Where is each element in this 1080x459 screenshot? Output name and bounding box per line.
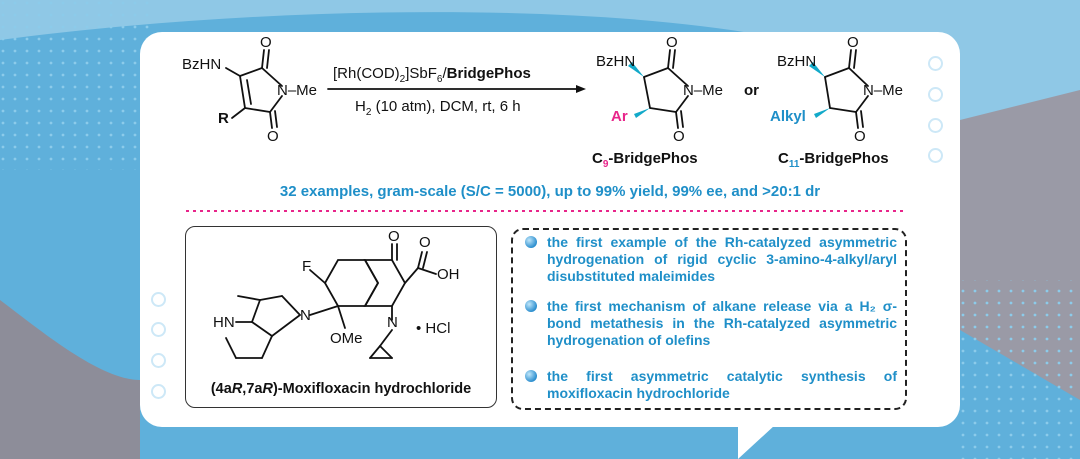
highlight-text: the first mechanism of alkane release vi… bbox=[547, 298, 897, 348]
highlight-text: the first example of the Rh-catalyzed as… bbox=[547, 234, 897, 284]
drug-atom-ome: OMe bbox=[330, 330, 363, 347]
bullet-dot-icon bbox=[525, 236, 537, 248]
drug-atom-oh: OH bbox=[437, 266, 460, 283]
drug-atom-n-pyrrolidine: N bbox=[300, 307, 311, 324]
ligand-c9-c: C bbox=[592, 150, 603, 167]
highlight-item: the first asymmetric catalytic synthesis… bbox=[525, 368, 897, 402]
catalyst-text-3: / bbox=[442, 65, 447, 82]
drug-name-r1: R bbox=[231, 381, 243, 397]
ligand-c9-sub: 9 bbox=[602, 159, 609, 170]
ligand-c11-sub: 11 bbox=[788, 159, 800, 170]
catalyst-text-1: [Rh(COD) bbox=[333, 65, 400, 82]
decor-circle-right-2 bbox=[928, 87, 943, 102]
product-alkyl-o-top: O bbox=[847, 34, 859, 51]
connector-or: or bbox=[744, 82, 759, 99]
highlight-text: the first asymmetric catalytic synthesis… bbox=[547, 368, 897, 401]
reaction-conditions-line2: H2 (10 atm), DCM, rt, 6 h bbox=[355, 98, 521, 118]
decor-circle-left-4 bbox=[151, 384, 166, 399]
ligand-name: BridgePhos bbox=[446, 65, 531, 82]
product-aryl-nh-group: BzHN bbox=[596, 53, 636, 70]
drug-name-pre: (4a bbox=[210, 381, 232, 397]
product-aryl-o-bottom: O bbox=[673, 128, 685, 145]
moxifloxacin-box bbox=[185, 226, 497, 408]
decor-circle-left-1 bbox=[151, 292, 166, 307]
decor-circle-right-4 bbox=[928, 148, 943, 163]
product-aryl-n-methyl: N–Me bbox=[683, 82, 724, 99]
substrate-o-bottom: O bbox=[267, 128, 279, 145]
drug-name: (4aR,7aR)-Moxifloxacin hydrochloride bbox=[187, 381, 495, 397]
bullet-dot-icon bbox=[525, 300, 537, 312]
decor-circle-right-3 bbox=[928, 118, 943, 133]
product-aryl-o-top: O bbox=[666, 34, 678, 51]
product-alkyl-n-methyl: N–Me bbox=[863, 82, 904, 99]
drug-atom-f: F bbox=[302, 258, 312, 275]
ligand-c11-c: C bbox=[778, 150, 789, 167]
ligand-c11-rest: -BridgePhos bbox=[799, 150, 889, 167]
substrate-nh-group: BzHN bbox=[182, 56, 222, 73]
substrate-r-group: R bbox=[218, 110, 229, 127]
product-aryl-ligand: C9-BridgePhos bbox=[592, 150, 698, 170]
highlight-item: the first example of the Rh-catalyzed as… bbox=[525, 234, 897, 285]
drug-atom-o2: O bbox=[419, 234, 431, 251]
product-aryl-group: Ar bbox=[611, 108, 628, 125]
catalyst-sub-1: 2 bbox=[399, 74, 406, 85]
decor-circle-left-3 bbox=[151, 353, 166, 368]
product-alkyl-nh-group: BzHN bbox=[777, 53, 817, 70]
product-alkyl-group: Alkyl bbox=[770, 108, 806, 125]
conditions-h-sub: 2 bbox=[365, 107, 372, 118]
highlight-item: the first mechanism of alkane release vi… bbox=[525, 298, 897, 349]
drug-name-mid: ,7a bbox=[242, 381, 263, 397]
substrate-n-methyl: N–Me bbox=[277, 82, 318, 99]
ligand-c9-rest: -BridgePhos bbox=[608, 150, 698, 167]
substrate-o-top: O bbox=[260, 34, 272, 51]
conditions-h: H bbox=[355, 98, 366, 115]
decor-circle-left-2 bbox=[151, 322, 166, 337]
drug-name-r2: R bbox=[262, 381, 273, 397]
catalyst-sub-2: 6 bbox=[436, 74, 443, 85]
drug-atom-hn: HN bbox=[213, 314, 235, 331]
conditions-rest: (10 atm), DCM, rt, 6 h bbox=[371, 98, 521, 115]
product-alkyl-o-bottom: O bbox=[854, 128, 866, 145]
highlights-box: the first example of the Rh-catalyzed as… bbox=[511, 228, 907, 410]
product-alkyl-ligand: C11-BridgePhos bbox=[778, 150, 889, 170]
drug-atom-o1: O bbox=[388, 228, 400, 245]
results-summary: 32 examples, gram-scale (S/C = 5000), up… bbox=[279, 183, 821, 200]
bullet-dot-icon bbox=[525, 370, 537, 382]
decor-circle-right-1 bbox=[928, 56, 943, 71]
drug-name-post: )-Moxifloxacin hydrochloride bbox=[272, 381, 472, 397]
catalyst-text-2: ]SbF bbox=[405, 65, 437, 82]
drug-hcl: • HCl bbox=[416, 320, 451, 337]
reaction-conditions-line1: [Rh(COD)2]SbF6/BridgePhos bbox=[333, 65, 531, 85]
drug-atom-n-ring: N bbox=[387, 314, 398, 331]
